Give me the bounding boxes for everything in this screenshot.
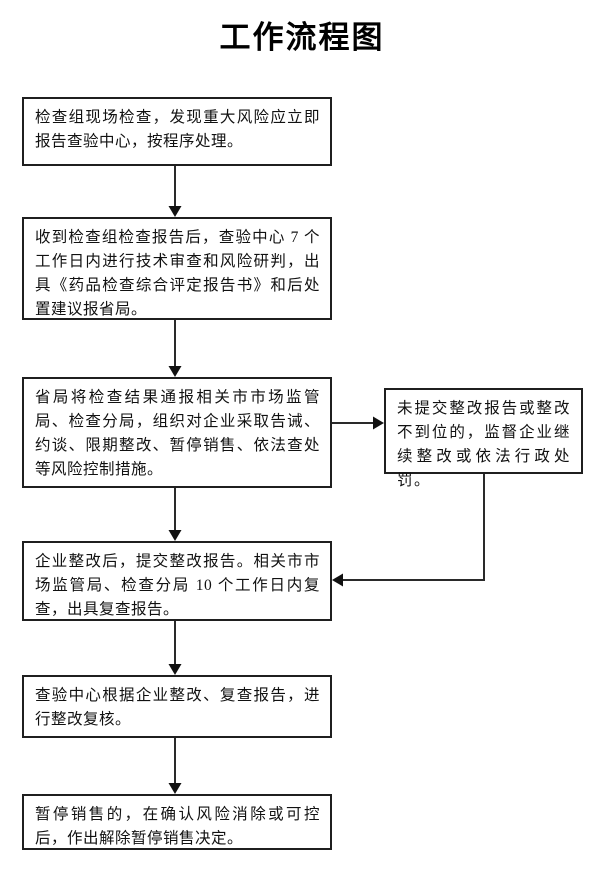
flow-box-step-2-text: 收到检查组检查报告后，查验中心 7 个工作日内进行技术审查和风险研判，出具《药品… [35,229,320,318]
flow-box-step-6-text: 暂停销售的，在确认风险消除或可控后，作出解除暂停销售决定。 [35,806,320,847]
flow-box-step-3-text: 省局将检查结果通报相关市市场监管局、检查分局，组织对企业采取告诫、约谈、限期整改… [35,389,320,478]
flow-box-step-3: 省局将检查结果通报相关市市场监管局、检查分局，组织对企业采取告诫、约谈、限期整改… [22,377,332,488]
arrowhead-down-icon [168,783,182,794]
flow-box-step-1-text: 检查组现场检查，发现重大风险应立即报告查验中心，按程序处理。 [35,109,320,150]
flow-box-step-4-text: 企业整改后，提交整改报告。相关市市场监管局、检查分局 10 个工作日内复查，出具… [35,553,320,618]
arrowhead-down-icon [168,366,182,377]
arrowhead-down-icon [168,664,182,675]
arrowhead-down-icon [168,206,182,217]
flow-box-step-5: 查验中心根据企业整改、复查报告，进行整改复核。 [22,675,332,738]
flow-box-step-5-text: 查验中心根据企业整改、复查报告，进行整改复核。 [35,687,320,728]
flow-box-step-6: 暂停销售的，在确认风险消除或可控后，作出解除暂停销售决定。 [22,794,332,850]
flow-box-side-remedy: 未提交整改报告或整改不到位的，监督企业继续整改或依法行政处罚。 [384,388,583,489]
arrowhead-down-icon [168,530,182,541]
flow-box-step-4: 企业整改后，提交整改报告。相关市市场监管局、检查分局 10 个工作日内复查，出具… [22,541,332,621]
page-title: 工作流程图 [219,20,385,55]
flow-box-step-1: 检查组现场检查，发现重大风险应立即报告查验中心，按程序处理。 [22,97,332,166]
arrowhead-left-icon [332,573,343,587]
flow-box-step-2: 收到检查组检查报告后，查验中心 7 个工作日内进行技术审查和风险研判，出具《药品… [22,217,332,320]
arrowhead-right-icon [373,416,384,430]
flow-box-side-remedy-text: 未提交整改报告或整改不到位的，监督企业继续整改或依法行政处罚。 [397,400,571,489]
